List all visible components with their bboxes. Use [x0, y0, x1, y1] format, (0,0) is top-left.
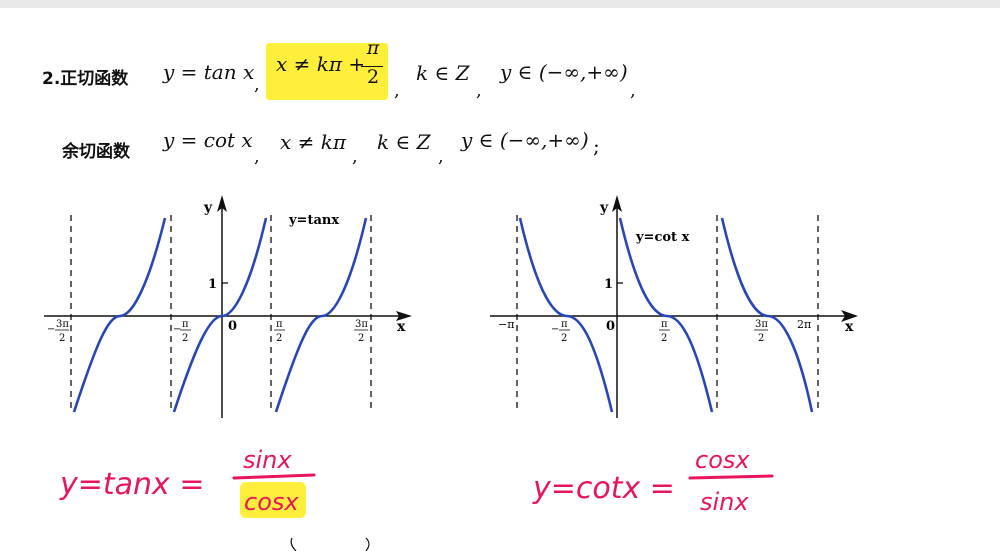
cot-curve — [518, 217, 614, 413]
cot-graph: 1 y x 0 y=cot x −π 2π − π 2 π 2 3π 2 — [490, 195, 858, 418]
x-axis-label: x — [845, 319, 854, 335]
tan-curve — [172, 217, 268, 413]
separator: , — [438, 146, 444, 167]
tick-minus: − — [173, 324, 181, 335]
hand-tan-denominator: cosx — [244, 488, 299, 516]
tangent-domain-condition: x ≠ kπ + — [276, 52, 366, 76]
separator: , — [476, 80, 482, 101]
tangent-k-set: k ∈ Z — [416, 61, 470, 85]
tick-label: − 3π 2 — [47, 319, 69, 344]
hand-cot-lhs: y=cotx = — [532, 471, 675, 506]
one-label: 1 — [208, 277, 217, 292]
tick-label: − π 2 — [551, 319, 570, 344]
tick-den: 2 — [358, 333, 364, 344]
tangent-label: 2.正切函数 — [42, 69, 129, 89]
separator: , — [352, 146, 358, 167]
tick-den: 2 — [59, 333, 65, 344]
tick-label: − π 2 — [173, 319, 191, 344]
tan-curve — [274, 217, 368, 413]
tick-num: π — [661, 319, 668, 330]
cotangent-function: y = cot x — [163, 128, 253, 152]
pi-numerator: π — [366, 37, 380, 59]
tick-label: π 2 — [659, 319, 670, 344]
origin-label: 0 — [606, 319, 615, 334]
x-axis-arrow — [396, 311, 412, 321]
hand-tan-numerator: sinx — [243, 446, 292, 474]
separator: , — [254, 146, 260, 167]
tick-den: 2 — [182, 333, 188, 344]
tan-graph: 1 y x 0 y=tanx − 3π 2 − π 2 π 2 3π 2 — [44, 195, 412, 418]
handwritten-cot-identity: y=cotx = cosx sinx — [532, 446, 774, 516]
cotangent-range: y ∈ (−∞,+∞) — [461, 128, 589, 152]
neg-pi-label: −π — [498, 318, 514, 331]
graph-title: y=tanx — [288, 213, 339, 228]
tick-num: π — [182, 319, 189, 330]
y-axis-arrow — [217, 195, 227, 212]
separator: , — [630, 80, 636, 101]
tangent-function: y = tan x — [163, 60, 255, 84]
tick-num: 3π — [355, 319, 368, 330]
y-axis-label: y — [599, 200, 609, 216]
two-denominator: 2 — [366, 66, 380, 88]
tick-den: 2 — [276, 333, 282, 344]
hand-cot-denominator: sinx — [700, 488, 749, 516]
fraction-bar — [361, 66, 383, 67]
tick-minus: − — [47, 324, 55, 335]
hand-tan-lhs: y=tanx = — [59, 467, 204, 502]
cotangent-domain-condition: x ≠ kπ — [280, 130, 347, 154]
cot-curve — [618, 217, 714, 413]
condition-highlight — [266, 43, 388, 100]
partial-bracket — [365, 537, 370, 551]
tick-den: 2 — [758, 333, 764, 344]
y-axis-arrow — [612, 195, 622, 212]
semicolon: ; — [593, 134, 600, 158]
tick-label: π 2 — [274, 319, 285, 344]
origin-label: 0 — [228, 319, 237, 334]
tick-label: 3π 2 — [354, 319, 368, 344]
hand-fraction-bar — [688, 474, 774, 480]
tick-minus: − — [551, 324, 559, 335]
partial-bracket — [290, 537, 297, 551]
tick-num: 3π — [755, 319, 768, 330]
cotangent-definition-line: 余切函数 — [62, 137, 130, 162]
tangent-definition-line: 2.正切函数 — [42, 64, 128, 89]
cosx-highlight — [240, 482, 306, 518]
cotangent-k-set: k ∈ Z — [377, 130, 431, 154]
tan-curve — [72, 217, 167, 413]
one-label: 1 — [604, 277, 613, 292]
cotangent-label: 余切函数 — [62, 142, 130, 162]
separator: , — [254, 74, 260, 95]
tick-den: 2 — [561, 333, 567, 344]
handwritten-tan-identity: y=tanx = sinx cosx — [59, 446, 316, 518]
graph-title: y=cot x — [635, 230, 690, 245]
window-top-bar — [0, 0, 1000, 8]
separator: , — [394, 80, 400, 101]
y-axis-label: y — [203, 200, 213, 216]
x-axis-label: x — [397, 319, 406, 335]
tick-num: π — [276, 319, 283, 330]
two-pi-label: 2π — [797, 318, 811, 331]
tick-label: 3π 2 — [754, 319, 768, 344]
tangent-range: y ∈ (−∞,+∞) — [500, 60, 628, 84]
hand-fraction-bar — [232, 473, 316, 480]
x-axis-arrow — [841, 310, 858, 322]
tick-num: 3π — [56, 319, 69, 330]
hand-cot-numerator: cosx — [695, 446, 750, 474]
cot-curve — [720, 217, 814, 413]
tick-den: 2 — [661, 333, 667, 344]
tick-num: π — [561, 319, 568, 330]
